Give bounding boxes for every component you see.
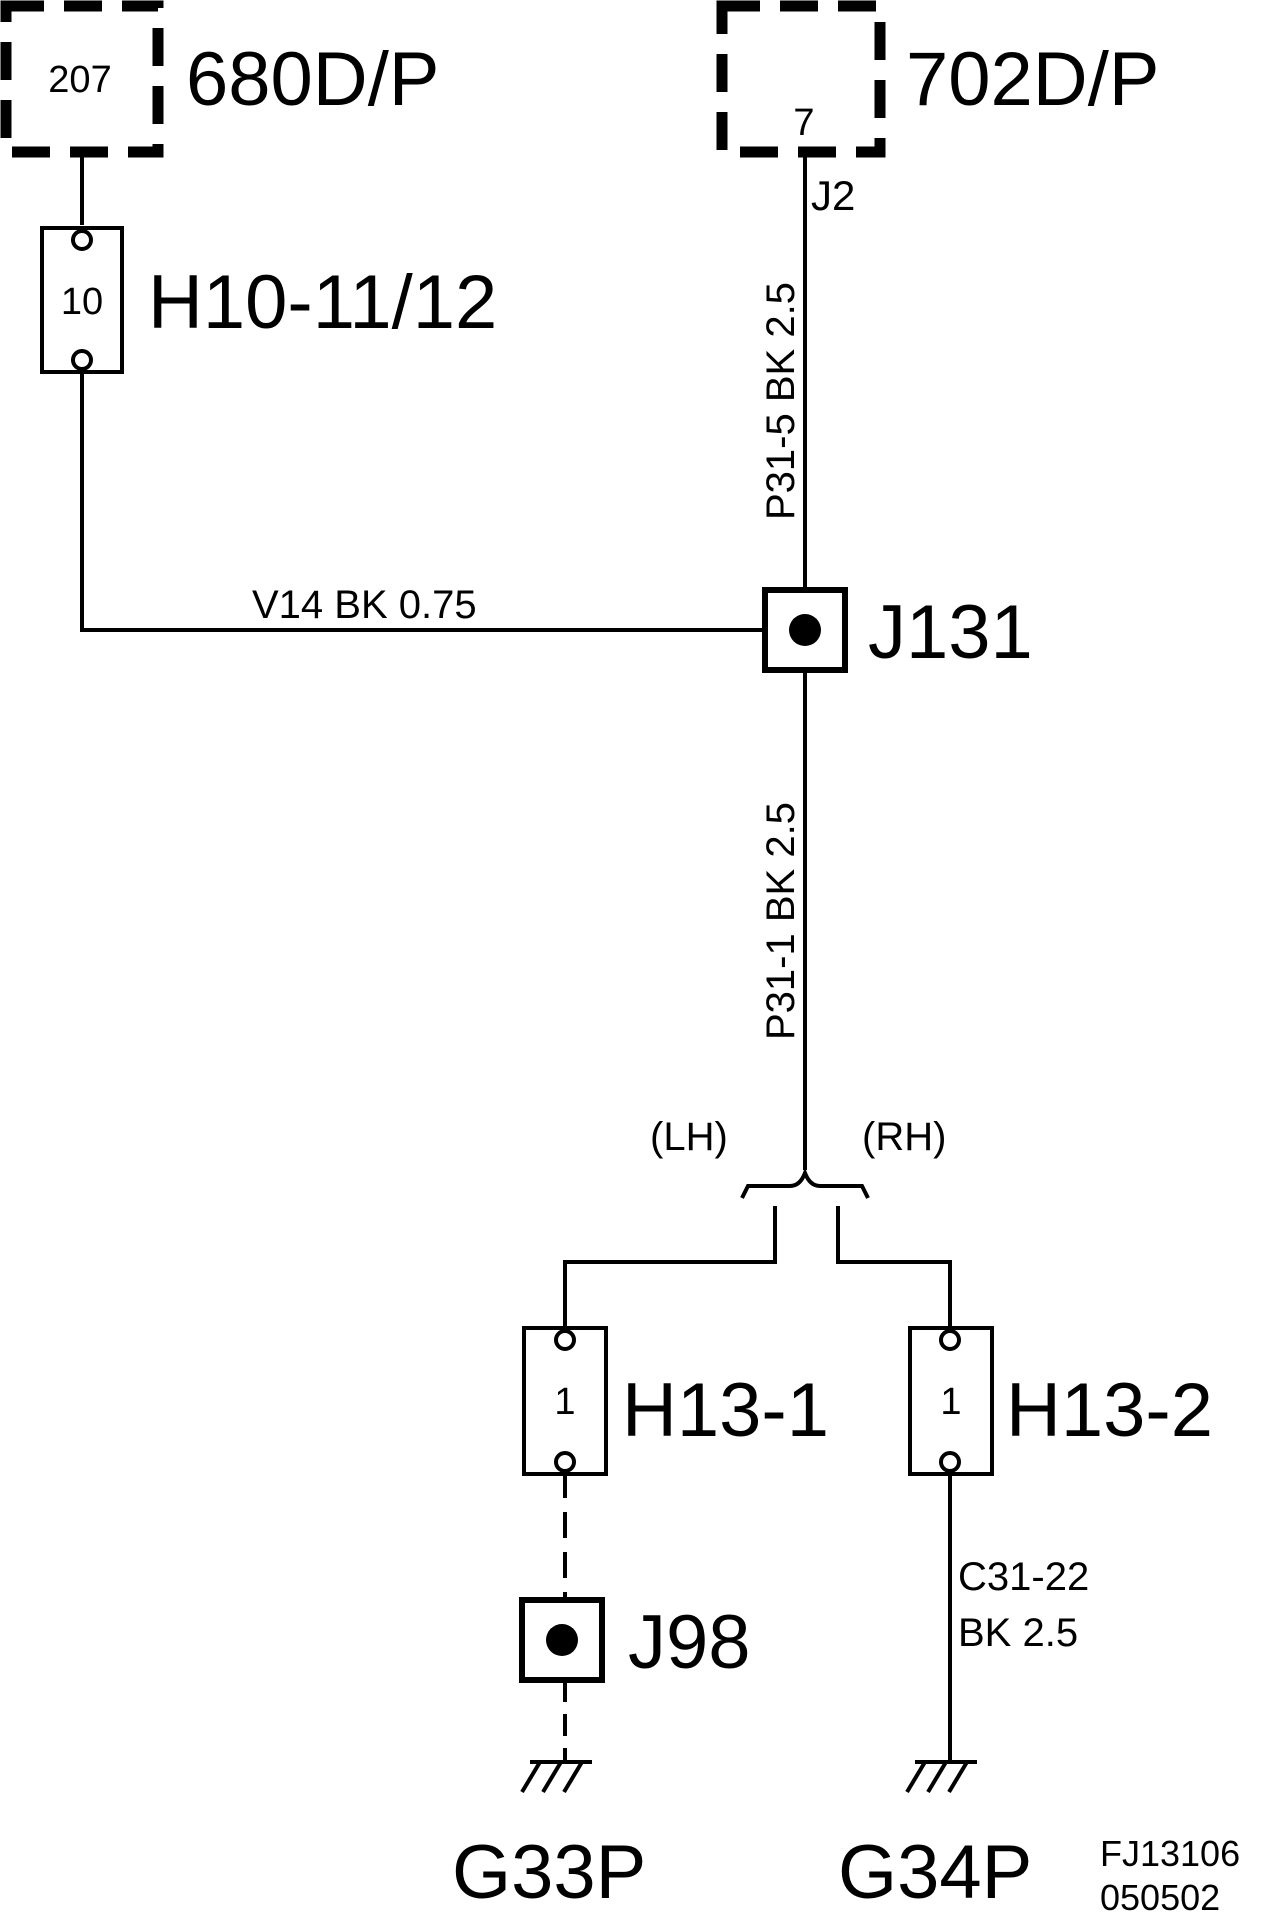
label-j98: J98 — [628, 1600, 751, 1685]
ground-g33p-icon — [520, 1760, 592, 1794]
connector-j2-label: J2 — [811, 172, 855, 219]
j131-splice-dot-icon — [789, 614, 821, 646]
reference-code: FJ13106 — [1100, 1833, 1240, 1874]
h13-1-pin-top-icon — [554, 1329, 576, 1351]
label-h13-1: H13-1 — [622, 1368, 829, 1453]
label-j131: J131 — [868, 590, 1033, 675]
label-g33p: G33P — [452, 1830, 646, 1915]
splice-j131[interactable] — [762, 587, 848, 673]
h13-2-pin-bottom-icon — [939, 1451, 961, 1473]
wire-p31-5-label: P31-5 BK 2.5 — [759, 282, 803, 520]
component-680dp[interactable]: 207 — [0, 0, 164, 158]
wire-branch-lh — [563, 1206, 777, 1328]
branch-brace-icon — [740, 1167, 870, 1199]
wire-v14 — [80, 370, 805, 632]
connector-h13-1[interactable]: 1 — [522, 1326, 608, 1476]
label-680dp: 680D/P — [186, 37, 440, 122]
h13-1-pin-bottom-icon — [554, 1451, 576, 1473]
wire-p31-1-label: P31-1 BK 2.5 — [759, 802, 803, 1040]
h10-pin-number: 10 — [61, 281, 103, 323]
wire-c31-22-size-label: BK 2.5 — [958, 1611, 1078, 1655]
wire-c31-22-label: C31-22 — [958, 1555, 1089, 1599]
h10-pin-top-icon — [71, 229, 93, 251]
wire-v14-label: V14 BK 0.75 — [252, 583, 477, 627]
connector-h13-2[interactable]: 1 — [908, 1326, 994, 1476]
h13-2-pin-top-icon — [939, 1329, 961, 1351]
label-702dp: 702D/P — [906, 37, 1160, 122]
branch-rh-label: (RH) — [862, 1115, 946, 1159]
label-h13-2: H13-2 — [1006, 1368, 1213, 1453]
label-g34p: G34P — [838, 1830, 1032, 1915]
branch-lh-label: (LH) — [650, 1115, 728, 1159]
ground-g34p-icon — [905, 1760, 977, 1794]
h10-pin-bottom-icon — [71, 349, 93, 371]
wire-branch-rh — [836, 1206, 952, 1328]
h13-1-pin-number: 1 — [554, 1381, 575, 1423]
splice-j98[interactable] — [519, 1597, 605, 1683]
pin-7: 7 — [793, 102, 814, 144]
component-702dp[interactable]: 7 — [716, 0, 886, 158]
j98-splice-dot-icon — [546, 1624, 578, 1656]
connector-h10-11-12[interactable]: 10 — [40, 226, 124, 374]
h13-2-pin-number: 1 — [940, 1381, 961, 1423]
reference-date: 050502 — [1100, 1877, 1220, 1918]
pin-207: 207 — [48, 59, 111, 101]
label-h10-11-12: H10-11/12 — [148, 260, 497, 345]
